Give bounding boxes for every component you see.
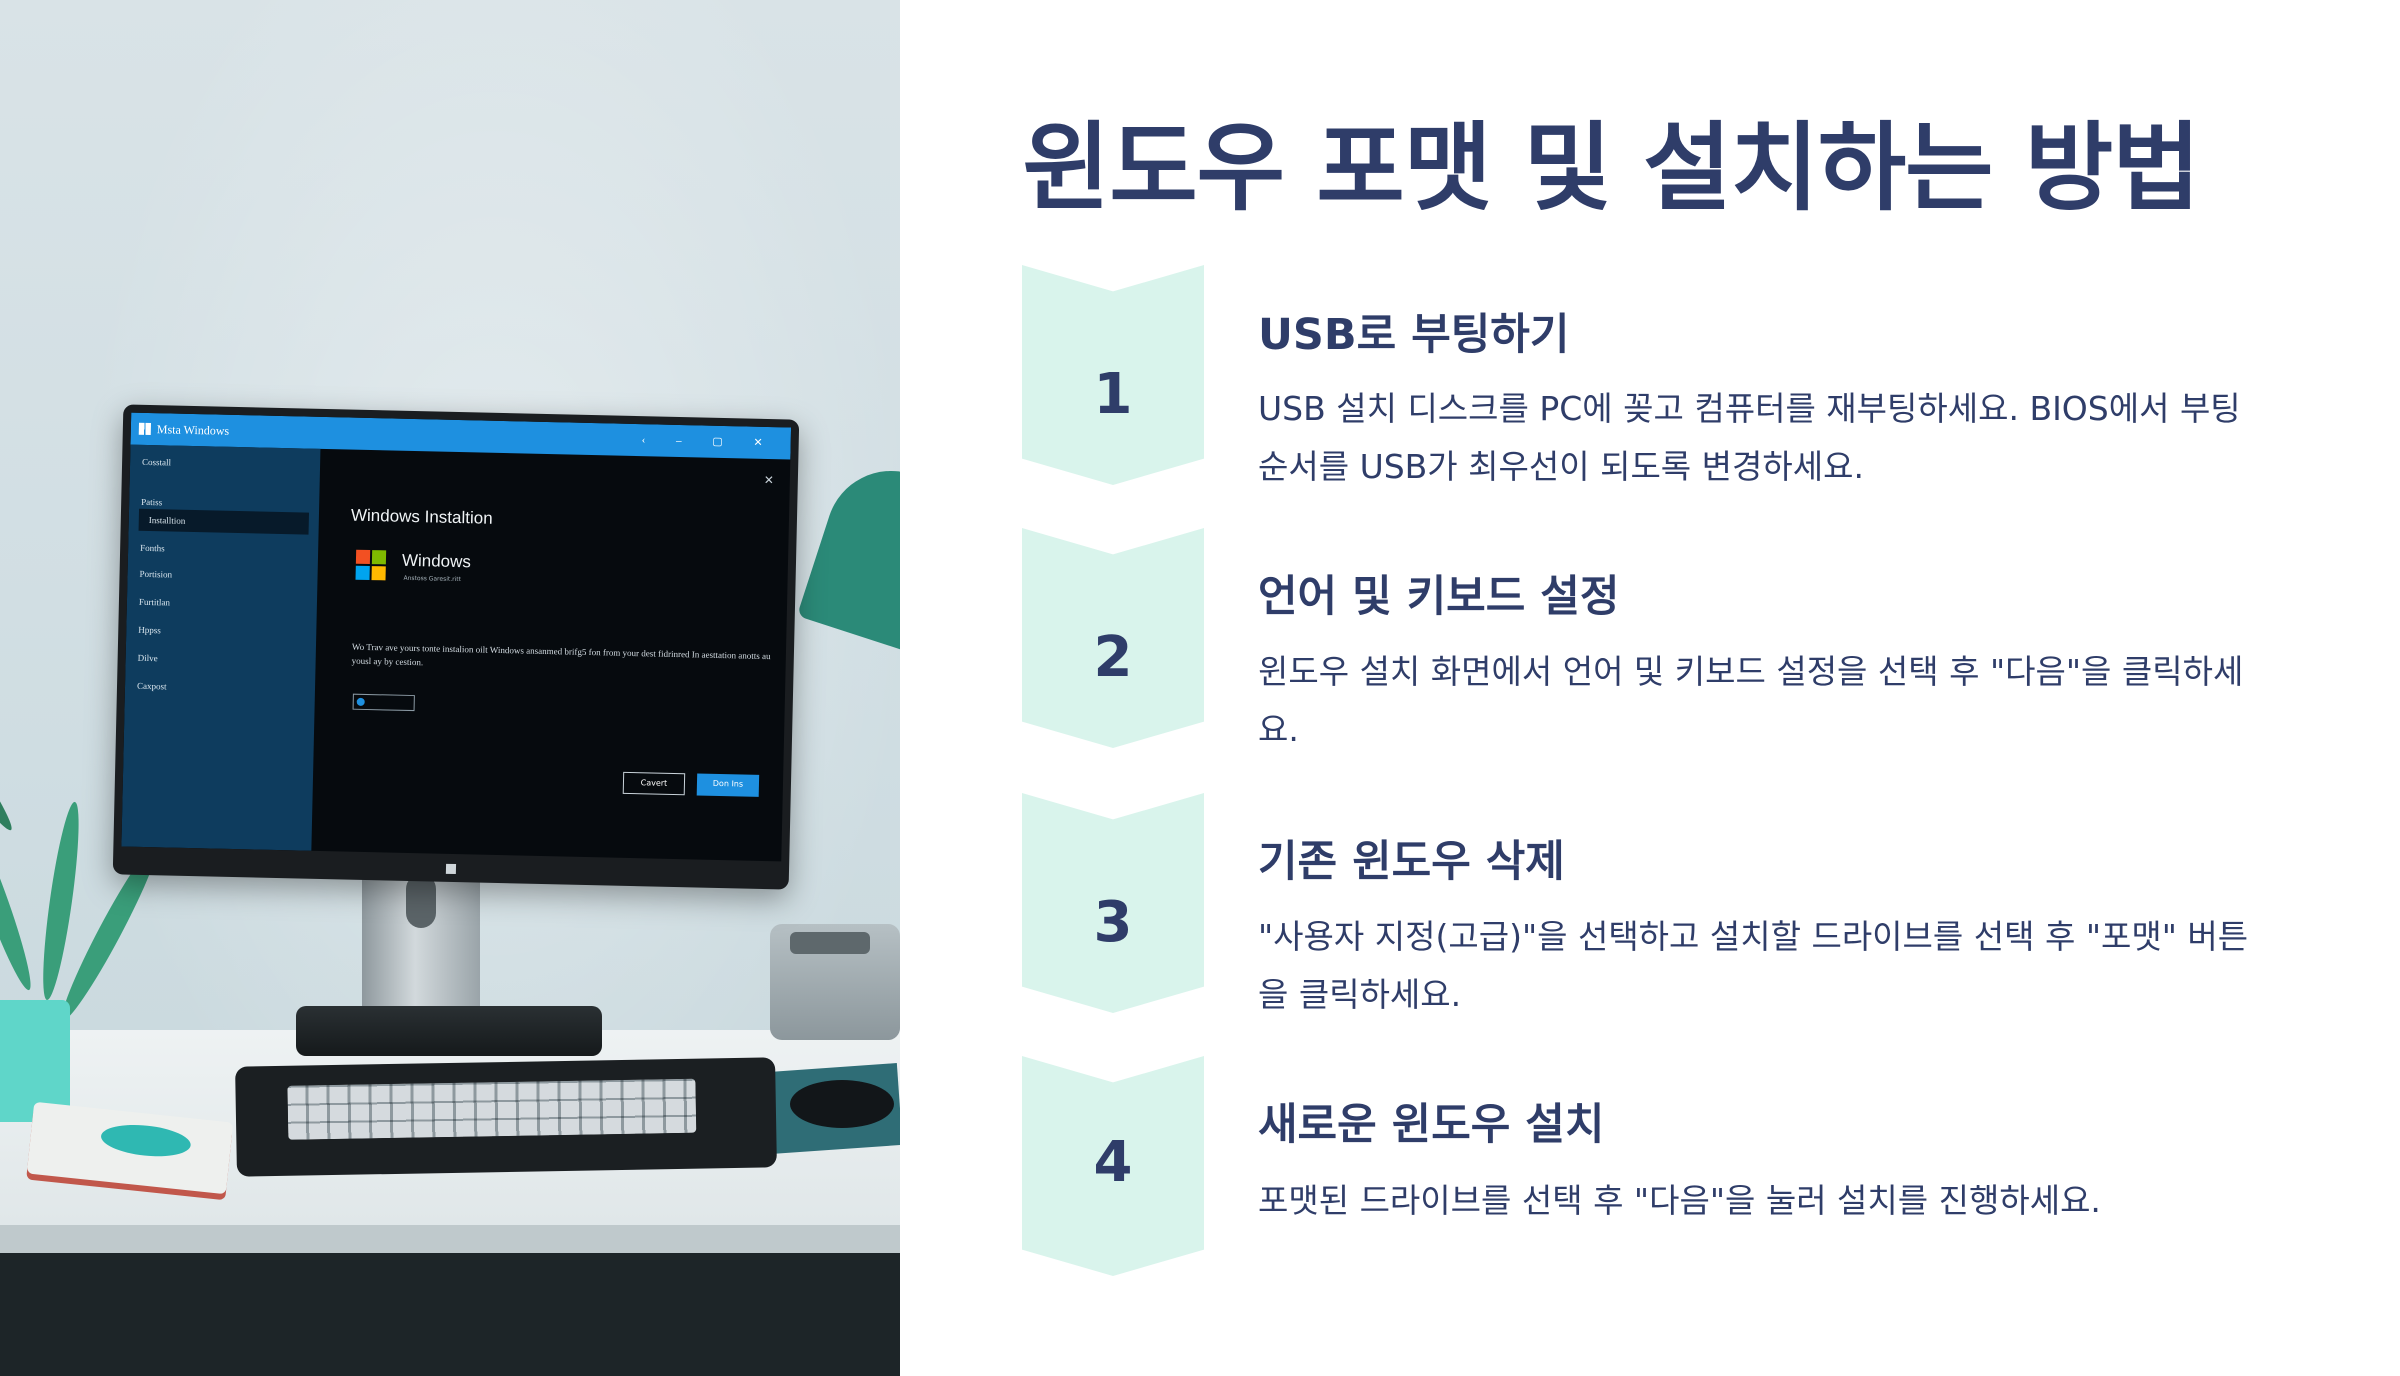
- step-4-heading: 새로운 윈도우 설치: [1258, 1100, 1605, 1150]
- screen-heading: Windows Instaltion: [350, 505, 493, 528]
- screen-window-title: Msta Windows: [156, 422, 230, 438]
- step-4-number: 4: [1093, 1130, 1133, 1195]
- desk-underside: [0, 1253, 900, 1376]
- step-2-number: 2: [1093, 625, 1133, 690]
- hero-photo: Msta Windows ‹ – ▢ ✕ Cosstall Patiss Ins…: [0, 0, 900, 1376]
- screen-close-icon: ✕: [763, 472, 775, 488]
- monitor-screen: Msta Windows ‹ – ▢ ✕ Cosstall Patiss Ins…: [121, 412, 792, 862]
- screen-sidebar-item: Furtitlan: [138, 596, 171, 608]
- page-title: 윈도우 포맷 및 설치하는 방법: [1022, 112, 2201, 224]
- step-2-heading: 언어 및 키보드 설정: [1258, 572, 1620, 622]
- screen-next-button: Don Ins: [696, 773, 760, 797]
- step-2-description: 윈도우 설치 화면에서 언어 및 키보드 설정을 선택 후 "다음"을 클릭하세…: [1258, 652, 2244, 749]
- desk-edge: [0, 1225, 900, 1253]
- screen-cancel-button: Cavert: [622, 771, 686, 796]
- monitor-base: [296, 1006, 602, 1056]
- step-1-description: USB 설치 디스크를 PC에 꽂고 컴퓨터를 재부팅하세요. BIOS에서 부…: [1258, 389, 2241, 486]
- screen-sidebar-item: Hppss: [138, 624, 161, 636]
- plant-pot: [0, 1000, 70, 1122]
- step-2-chevron: [1022, 528, 1204, 748]
- screen-sidebar-item: Cosstall: [142, 456, 172, 468]
- step-1-heading: USB로 부팅하기: [1258, 310, 1570, 360]
- screen-main: ✕ Windows Instaltion Windows Anstoss Gar…: [311, 449, 790, 862]
- screen-sidebar-item: Caxpost: [136, 680, 167, 692]
- screen-sidebar-item: Dilve: [137, 652, 158, 664]
- step-1-chevron: [1022, 265, 1204, 485]
- monitor-brand-logo-icon: [445, 863, 457, 875]
- step-3-chevron: [1022, 793, 1204, 1013]
- step-3-number: 3: [1093, 890, 1133, 955]
- window-controls-icon: ‹ – ▢ ✕: [641, 434, 777, 450]
- step-4-chevron: [1022, 1056, 1204, 1276]
- screen-paragraph: Wo Trav ave yours tonte instalion oilt W…: [351, 641, 771, 668]
- screen-toggle: [352, 693, 415, 712]
- screen-sidebar-item: Fonths: [140, 542, 165, 554]
- screen-sidebar-item: Installtion: [138, 508, 310, 535]
- windows-logo-icon: [138, 422, 152, 436]
- step-3-heading: 기존 윈도우 삭제: [1258, 837, 1565, 887]
- notebook-cover-art: [99, 1120, 193, 1161]
- screen-sidebar: Cosstall Patiss Installtion Fonths Porti…: [121, 444, 321, 851]
- speaker-top: [790, 932, 870, 954]
- windows-color-logo-icon: [355, 549, 388, 583]
- step-1-number: 1: [1093, 362, 1133, 427]
- stand-cable-hole: [406, 874, 436, 928]
- monitor: Msta Windows ‹ – ▢ ✕ Cosstall Patiss Ins…: [112, 404, 800, 890]
- keyboard-keys: [287, 1078, 697, 1140]
- screen-logo-subtext: Anstoss Garesit.ritt: [403, 574, 462, 584]
- screen-logo-text: Windows: [401, 550, 472, 572]
- mouse: [790, 1080, 894, 1128]
- screen-sidebar-item: Portision: [139, 568, 173, 580]
- keyboard: [235, 1057, 777, 1177]
- screen-sidebar-item: Patiss: [141, 496, 163, 508]
- step-4-description: 포맷된 드라이브를 선택 후 "다음"을 눌러 설치를 진행하세요.: [1258, 1181, 2101, 1220]
- step-3-description: "사용자 지정(고급)"을 선택하고 설치할 드라이브를 선택 후 "포맷" 버…: [1258, 917, 2249, 1014]
